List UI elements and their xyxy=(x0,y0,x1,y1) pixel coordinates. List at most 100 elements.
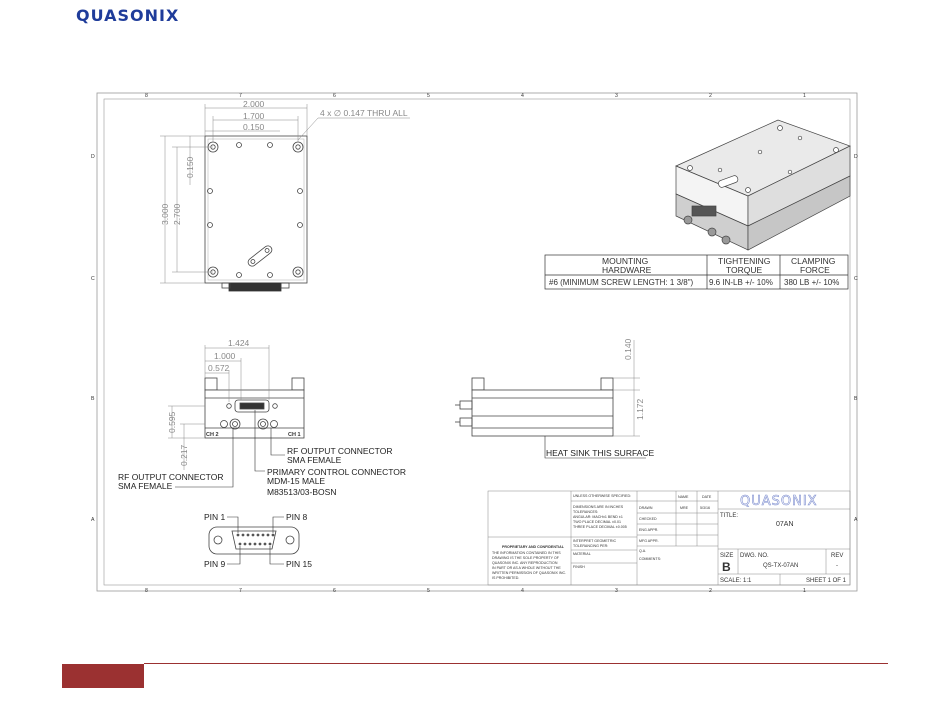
zone-right-d: D xyxy=(854,154,858,160)
tb-logo: QUASONIX xyxy=(740,494,818,509)
dim-0572: 0.572 xyxy=(208,363,230,373)
zone-top-5: 5 xyxy=(427,93,430,99)
dim-1700: 1.700 xyxy=(243,111,265,121)
title-block xyxy=(487,490,851,586)
zone-top-8: 8 xyxy=(145,93,148,99)
heat-sink-note: HEAT SINK THIS SURFACE xyxy=(546,448,654,458)
primary-line1: PRIMARY CONTROL CONNECTOR xyxy=(267,467,406,477)
zone-top-1: 1 xyxy=(803,93,806,99)
top-view-dimensions xyxy=(160,104,410,284)
zone-top-7: 7 xyxy=(239,93,242,99)
dim-0150-vert: 0.150 xyxy=(185,156,195,178)
pin15-label: PIN 15 xyxy=(286,559,312,569)
zone-top-4: 4 xyxy=(521,93,524,99)
dim-0150: 0.150 xyxy=(243,122,265,132)
tb-rev-value: - xyxy=(836,563,838,569)
table-header-torque-1: TIGHTENING xyxy=(718,256,770,266)
tb-title-label: TITLE: xyxy=(720,513,738,519)
table-header-torque-2: TORQUE xyxy=(726,265,763,275)
tb-tol-2: ANGULAR: MACH±1 BEND ±1 xyxy=(573,515,623,519)
tb-tol-1: TOLERANCES: xyxy=(573,510,598,514)
dim-1000: 1.000 xyxy=(214,351,236,361)
tb-dwg-value: QS-TX-07AN xyxy=(763,563,798,569)
tb-date-col: DATE xyxy=(702,495,712,499)
pinout-connector xyxy=(208,516,300,565)
zone-top-2: 2 xyxy=(709,93,712,99)
zone-right-c: C xyxy=(854,276,858,282)
tb-prop-1: DRAWING IS THE SOLE PROPERTY OF xyxy=(492,556,560,560)
tb-interp-0: INTERPRET GEOMETRIC xyxy=(573,539,616,543)
tb-tol-4: THREE PLACE DECIMAL ±0.005 xyxy=(573,525,627,529)
tb-tol-0: DIMENSIONS ARE IN INCHES xyxy=(573,505,624,509)
pin1-label: PIN 1 xyxy=(204,512,226,522)
table-cell-force: 380 LB +/- 10% xyxy=(784,278,839,287)
front-view-dimensions xyxy=(168,345,270,470)
ch1-label: CH 1 xyxy=(288,432,301,438)
zone-labels: 8 7 6 5 4 3 2 1 8 7 6 5 4 3 2 1 D C B A … xyxy=(91,93,858,594)
zone-bottom-7: 7 xyxy=(239,588,242,594)
tb-row-qa: Q.A. xyxy=(639,549,646,553)
zone-left-b: B xyxy=(91,396,95,402)
zone-bottom-2: 2 xyxy=(709,588,712,594)
table-header-hardware-1: MOUNTING xyxy=(602,256,648,266)
dim-3000: 3.000 xyxy=(160,203,170,225)
tb-row-comments: COMMENTS: xyxy=(639,557,661,561)
rf-left-line1: RF OUTPUT CONNECTOR xyxy=(118,472,223,482)
drawing-border-inner xyxy=(103,98,851,586)
zone-bottom-6: 6 xyxy=(333,588,336,594)
side-view-body xyxy=(471,389,614,437)
tb-row-mfg: MFG APPR. xyxy=(639,539,659,543)
tb-prop-title: PROPRIETARY AND CONFIDENTIAL xyxy=(502,545,565,549)
tb-material: MATERIAL xyxy=(573,552,591,556)
table-header-force-1: CLAMPING xyxy=(791,256,835,266)
tb-unless: UNLESS OTHERWISE SPECIFIED: xyxy=(573,494,631,498)
front-view xyxy=(204,377,305,439)
zone-top-6: 6 xyxy=(333,93,336,99)
zone-bottom-4: 4 xyxy=(521,588,524,594)
isometric-view xyxy=(675,119,851,251)
tb-name-col: NAME xyxy=(678,495,689,499)
pin9-label: PIN 9 xyxy=(204,559,226,569)
zone-left-d: D xyxy=(91,154,95,160)
ch2-label: CH 2 xyxy=(206,432,219,438)
rf-left-line2: SMA FEMALE xyxy=(118,481,173,491)
tb-prop-4: WRITTEN PERMISSION OF QUASONIX INC. xyxy=(492,571,566,575)
tb-row-eng: ENG APPR. xyxy=(639,528,658,532)
dim-1172: 1.172 xyxy=(635,398,645,420)
zone-left-a: A xyxy=(91,517,95,523)
zone-bottom-1: 1 xyxy=(803,588,806,594)
zone-bottom-3: 3 xyxy=(615,588,618,594)
drawing-border-outer xyxy=(96,92,858,592)
primary-line3: M83513/03-BOSN xyxy=(267,487,336,497)
tb-title-value: 07AN xyxy=(776,521,794,528)
tb-size-label: SIZE xyxy=(720,553,733,559)
tb-prop-3: IN PART OR AS A WHOLE WITHOUT THE xyxy=(492,566,561,570)
tb-prop-2: QUASONIX INC. ANY REPRODUCTION xyxy=(492,561,558,565)
tb-row-drawn: DRAWN xyxy=(639,506,653,510)
front-view-body xyxy=(204,389,305,439)
footer-accent-bar xyxy=(62,664,144,688)
tb-drawn-name: MRE xyxy=(680,506,689,510)
tb-size-value: B xyxy=(722,560,731,574)
footer-rule xyxy=(144,663,888,664)
table-cell-hardware: #6 (MINIMUM SCREW LENGTH: 1 3/8") xyxy=(549,278,694,287)
dim-0217: 0.217 xyxy=(179,444,189,466)
top-view xyxy=(204,135,308,292)
dim-1424: 1.424 xyxy=(228,338,250,348)
table-header-force-2: FORCE xyxy=(800,265,830,275)
tb-sheet: SHEET 1 OF 1 xyxy=(806,578,847,584)
dim-2700: 2.700 xyxy=(172,203,182,225)
tb-finish: FINISH xyxy=(573,565,585,569)
tb-prop-5: IS PROHIBITED. xyxy=(492,576,519,580)
tb-tol-3: TWO PLACE DECIMAL ±0.01 xyxy=(573,520,621,524)
dim-2000: 2.000 xyxy=(243,99,265,109)
zone-bottom-5: 5 xyxy=(427,588,430,594)
tb-scale: SCALE: 1:1 xyxy=(720,578,752,584)
tb-rev-label: REV xyxy=(831,553,843,559)
tb-drawn-date: 5/3/16 xyxy=(700,506,710,510)
quasonix-logo: QUASONIX xyxy=(76,6,180,25)
zone-left-c: C xyxy=(91,276,95,282)
tb-dwg-label: DWG. NO. xyxy=(740,553,769,559)
tb-row-checked: CHECKED xyxy=(639,517,657,521)
